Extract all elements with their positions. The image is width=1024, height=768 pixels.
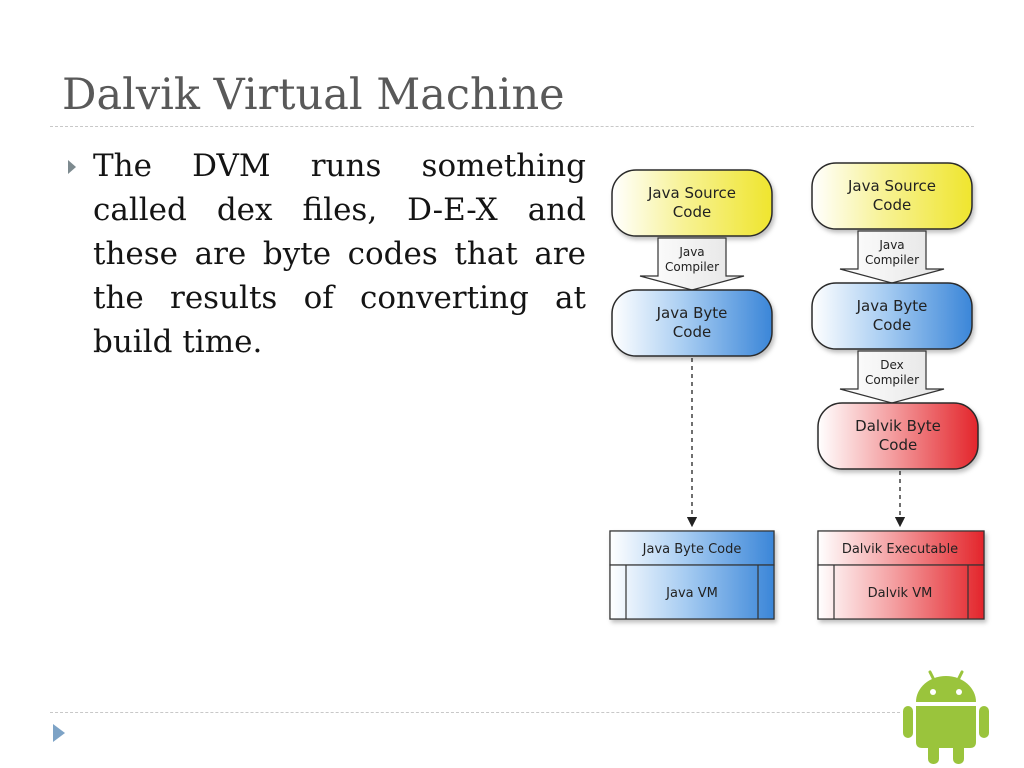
dalvik-source-label-2: Code: [873, 196, 911, 214]
dalvik-path: Java Source Code Java Compiler Java Byte…: [811, 162, 985, 620]
bullet-text: The DVM runs something called dex files,…: [93, 148, 586, 360]
title-divider: [50, 126, 974, 127]
dalvik-source-label-1: Java Source: [847, 177, 936, 195]
java-compiler-arrow: Java Compiler: [639, 237, 745, 291]
java-vm-label: Java VM: [665, 586, 718, 601]
dalvik-bytecode-label-2: Code: [879, 436, 917, 454]
java-compiler-label-1: Java: [678, 245, 704, 259]
android-robot-icon: [903, 670, 989, 764]
slide-title: Dalvik Virtual Machine: [62, 70, 565, 120]
dalvik-bytecode-label-1: Dalvik Byte: [855, 417, 941, 435]
dalvik-java-bytecode-node: Java Byte Code: [811, 282, 973, 350]
nav-arrow-icon[interactable]: [53, 724, 65, 742]
dalvik-java-compiler-label-2: Compiler: [865, 253, 919, 267]
footer-divider: [50, 712, 900, 713]
dex-compiler-arrow: Dex Compiler: [839, 350, 945, 404]
dalvik-java-bytecode-label-1: Java Byte: [856, 297, 928, 315]
dalvik-java-bytecode-label-2: Code: [873, 316, 911, 334]
bullet-arrow-icon: [68, 160, 76, 174]
dalvik-runtime-box: [817, 530, 985, 620]
java-compiler-label-2: Compiler: [665, 260, 719, 274]
java-source-label-1: Java Source: [647, 184, 736, 202]
java-path: Java Source Code Java Compiler Java Byte…: [609, 169, 775, 620]
java-source-node: Java Source Code: [611, 169, 773, 237]
dalvik-runtime-header: Dalvik Executable: [842, 542, 958, 557]
dex-compiler-label-2: Compiler: [865, 373, 919, 387]
dalvik-bytecode-node: Dalvik Byte Code: [817, 402, 979, 470]
java-runtime-box: [609, 530, 775, 620]
java-runtime-header: Java Byte Code: [642, 542, 742, 557]
dex-compiler-label-1: Dex: [880, 358, 904, 372]
java-vs-dalvik-diagram: Java Source Code Java Compiler Java Byte…: [609, 162, 985, 620]
dalvik-java-compiler-label-1: Java: [878, 238, 904, 252]
java-bytecode-node: Java Byte Code: [611, 289, 773, 357]
java-bytecode-label-2: Code: [673, 323, 711, 341]
java-bytecode-label-1: Java Byte: [656, 304, 728, 322]
dalvik-source-node: Java Source Code: [811, 162, 973, 230]
dalvik-java-compiler-arrow: Java Compiler: [839, 230, 945, 284]
java-source-label-2: Code: [673, 203, 711, 221]
dalvik-vm-label: Dalvik VM: [868, 586, 933, 601]
